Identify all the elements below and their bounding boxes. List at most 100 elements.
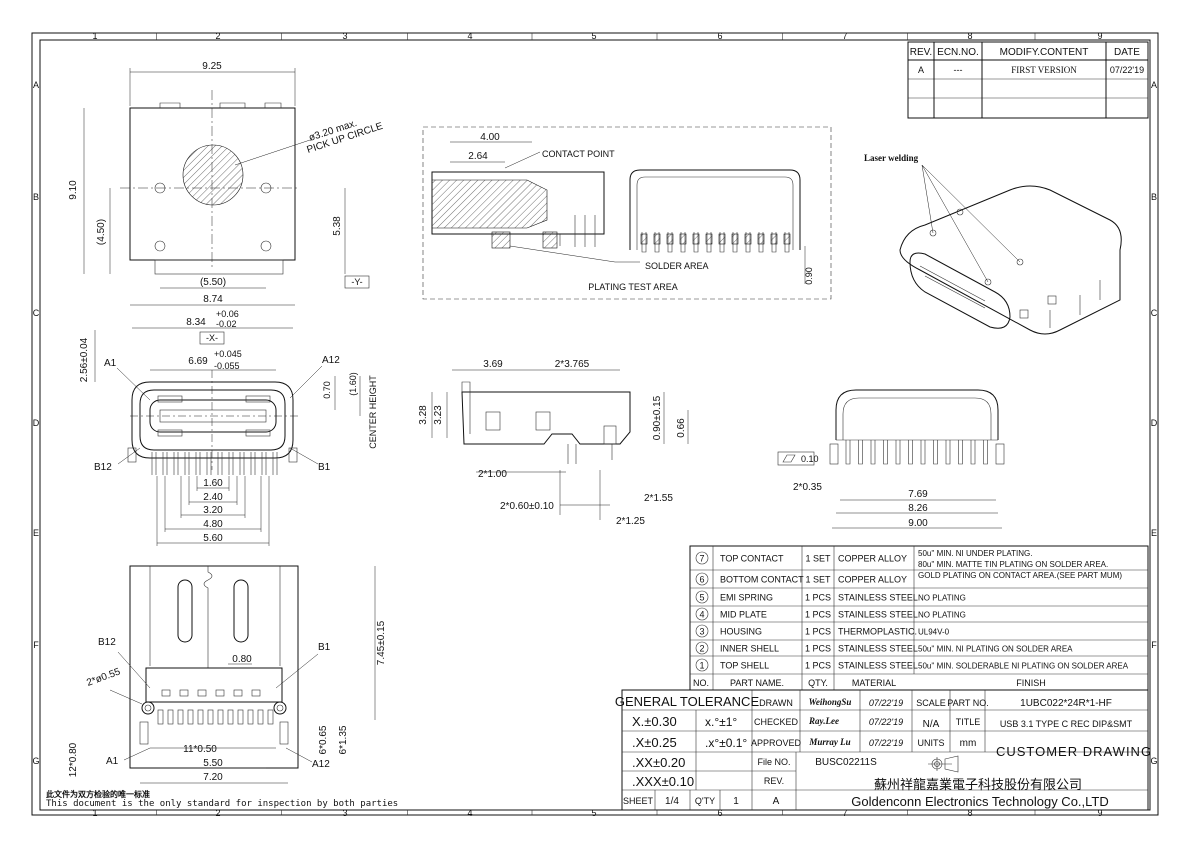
dim-3-28: 3.28 — [418, 405, 429, 425]
dim-6-69-plus: +0.045 — [214, 349, 242, 359]
dim-11x0-50: 11*0.50 — [183, 744, 217, 755]
bom-qty: 1 PCS — [805, 661, 831, 671]
bottom-pad-upper — [215, 689, 225, 697]
frame-row-right: C — [1151, 308, 1158, 318]
dim-2x0-35: 2*0.35 — [793, 482, 822, 493]
frame-col-bottom: 1 — [92, 808, 97, 818]
angle-tol-1: x.°±1° — [705, 715, 737, 729]
rear-pin — [958, 440, 963, 465]
frame-row-right: F — [1151, 640, 1157, 650]
rear-pin — [845, 440, 851, 465]
dim-4-50: (4.50) — [96, 219, 107, 245]
bom-qty: 1 PCS — [805, 644, 831, 654]
bom-finish: 50u'' MIN. NI PLATING ON SOLDER AREA — [918, 645, 1073, 654]
bottom-pad-lower — [187, 709, 194, 725]
bom-material: THERMOPLASTIC. — [838, 627, 917, 637]
dim-6-69: 6.69 — [188, 356, 208, 367]
bom-part-name: TOP SHELL — [720, 661, 769, 671]
bottom-pad-lower — [167, 709, 174, 725]
bottom-pad-lower — [247, 709, 254, 725]
section-pin-solder — [757, 233, 765, 245]
bom-no: 5 — [699, 593, 704, 603]
dim-5-50-bottom: 5.50 — [203, 758, 223, 769]
dim-0-70: 0.70 — [322, 381, 332, 399]
label-a1: A1 — [104, 358, 117, 369]
part-no-label: PART NO. — [947, 698, 989, 708]
bom-part-name: TOP CONTACT — [720, 554, 784, 564]
rear-pin — [870, 440, 876, 465]
pitch-dim: 4.80 — [203, 519, 223, 530]
dim-flatness: 0.10 — [801, 454, 819, 464]
ecn-header: ECN.NO. — [937, 47, 979, 58]
checked-date: 07/22'19 — [869, 717, 903, 727]
bom-qty: 1 PCS — [805, 593, 831, 603]
customer-drawing-label: CUSTOMER DRAWING — [996, 744, 1152, 759]
side-view: 3.69 2*3.765 3.28 3.23 0.90±0.15 0.66 2*… — [418, 359, 689, 527]
qty-label: Q'TY — [695, 796, 715, 806]
general-tolerance-label: GENERAL TOLERANCE — [615, 694, 760, 709]
bom-header-material: MATERIAL — [852, 678, 896, 688]
units-value: mm — [960, 738, 977, 749]
dim-2-64: 2.64 — [468, 151, 488, 162]
dim-2x-dia-0-55: 2*ø0.55 — [85, 666, 122, 688]
frame-row-right: A — [1151, 80, 1157, 90]
bom-item-number-icon — [695, 572, 709, 586]
notice: 此文件为双方检验的唯一标准 This document is the only … — [46, 789, 398, 809]
pitch-dim: 1.60 — [203, 478, 223, 489]
bom-part-name: MID PLATE — [720, 610, 767, 620]
part-no-value: 1UBC022*24R*1-HF — [1020, 698, 1112, 709]
tol-3: .XX±0.20 — [632, 755, 685, 770]
projection-symbol-icon — [928, 755, 959, 773]
bom-no: 6 — [699, 575, 704, 585]
bottom-pad-lower — [217, 709, 224, 725]
frame-row-left: C — [33, 308, 40, 318]
bom-part-name: HOUSING — [720, 627, 762, 637]
frame-col-top: 4 — [467, 31, 472, 41]
bottom-pad-upper — [251, 689, 261, 697]
section-pin-solder — [640, 233, 648, 245]
drawn-date: 07/22'19 — [869, 698, 903, 708]
frame-row-left: G — [32, 756, 39, 766]
section-pin-solder — [718, 233, 726, 245]
rear-pin — [945, 440, 951, 465]
dim-1-60: (1.60) — [348, 372, 358, 396]
bom-finish: NO PLATING — [918, 594, 966, 603]
dim-3-23: 3.23 — [433, 405, 444, 425]
bom-finish: 50u'' MIN. NI UNDER PLATING. — [918, 549, 1032, 558]
frame-col-bottom: 9 — [1097, 808, 1102, 818]
rear-pin — [983, 440, 988, 465]
title-block: GENERAL TOLERANCE X.±0.30 .X±0.25 .XX±0.… — [615, 689, 1152, 811]
rev-label: REV. — [764, 776, 784, 786]
dim-9-10: 9.10 — [68, 180, 79, 200]
section-pin-solder — [653, 233, 661, 245]
dim-2x0-60: 2*0.60±0.10 — [500, 501, 554, 512]
section-pin-solder — [692, 233, 700, 245]
bom-finish: 50u'' MIN. SOLDERABLE NI PLATING ON SOLD… — [918, 662, 1129, 671]
dim-6-69-minus: -0.055 — [214, 361, 240, 371]
dim-8-34-plus: +0.06 — [216, 309, 239, 319]
file-no: BUSC02211S — [815, 757, 877, 768]
frame-col-top: 5 — [591, 31, 596, 41]
label-b12: B12 — [94, 462, 112, 473]
rear-view: 0.10 2*0.35 7.69 8.26 9.00 — [777, 389, 1005, 529]
sheet-value: 1/4 — [665, 796, 679, 807]
company-name-en: Goldenconn Electronics Technology Co.,LT… — [851, 794, 1109, 809]
frame-row-left: A — [33, 80, 39, 90]
center-height-label: CENTER HEIGHT — [368, 375, 378, 449]
rear-pin — [920, 440, 926, 465]
frame-col-bottom: 6 — [717, 808, 722, 818]
bom-finish: UL94V-0 — [918, 628, 950, 637]
bom-finish: 80u'' MIN. MATTE TIN PLATING ON SOLDER A… — [918, 560, 1108, 569]
bom-item-number-icon — [695, 641, 709, 655]
bom-finish: NO PLATING — [918, 611, 966, 620]
bottom-pad-upper — [161, 689, 171, 697]
section-pin-solder — [770, 233, 778, 245]
bottom-pad-lower — [157, 709, 164, 725]
dim-4-00: 4.00 — [480, 132, 500, 143]
tol-4: .XXX±0.10 — [632, 774, 694, 789]
plating-test-label: PLATING TEST AREA — [588, 282, 678, 292]
bom-material: STAINLESS STEEL — [838, 593, 918, 603]
dim-2-56: 2.56±0.04 — [79, 337, 90, 382]
label-a12-bottom: A12 — [312, 759, 330, 770]
